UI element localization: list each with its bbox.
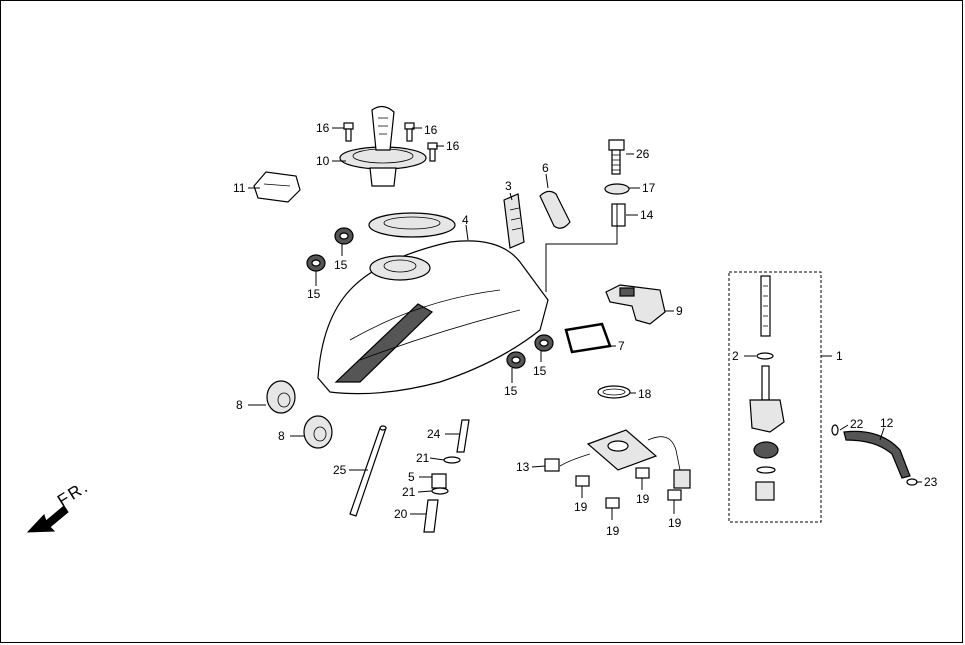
breather-fittings: [423, 419, 470, 533]
callout-25: 25: [333, 463, 347, 477]
callout-9: 9: [676, 304, 683, 318]
clip-part: [253, 171, 301, 203]
callout-8b: 8: [278, 429, 285, 443]
callout-15d: 15: [504, 384, 518, 398]
callout-15a: 15: [334, 258, 348, 272]
fuel-cock-assembly-box: [728, 271, 822, 523]
callout-5: 5: [408, 470, 415, 484]
callout-19c: 19: [606, 524, 620, 538]
fuel-level-sender: [544, 429, 691, 489]
callout-23: 23: [924, 475, 938, 489]
cap-bolts: [343, 122, 438, 162]
fuel-cap-assembly: [339, 105, 427, 187]
callout-15c: 15: [533, 364, 547, 378]
callout-4: 4: [462, 213, 469, 227]
mount-bolt-set: [604, 139, 630, 227]
callout-8a: 8: [236, 398, 243, 412]
callout-19a: 19: [574, 500, 588, 514]
callout-14: 14: [640, 208, 654, 222]
callout-7: 7: [618, 339, 625, 353]
callout-16c: 16: [446, 139, 460, 153]
leader-lines: [248, 127, 922, 520]
callout-1: 1: [836, 349, 843, 363]
rubber-grommets: [306, 227, 554, 369]
callout-19d: 19: [668, 516, 682, 530]
callout-12: 12: [880, 416, 894, 430]
callout-labels: 1 2 3 4 5 6 7 8 8 9 10 11 12 13 14 15 15…: [233, 121, 938, 538]
callout-2: 2: [732, 349, 739, 363]
callout-21a: 21: [416, 451, 430, 465]
sender-nuts: [575, 467, 682, 509]
o-ring-18: [597, 385, 631, 399]
tank-cushions: [266, 380, 333, 449]
decal-part-3: [503, 193, 525, 249]
drain-tube-25: [349, 425, 387, 517]
callout-21b: 21: [402, 485, 416, 499]
front-direction-label: FR.: [54, 477, 92, 511]
callout-26: 26: [636, 147, 650, 161]
callout-17: 17: [642, 181, 656, 195]
callout-10: 10: [316, 154, 330, 168]
callout-16a: 16: [316, 121, 330, 135]
callout-13: 13: [516, 460, 530, 474]
callout-18: 18: [638, 387, 652, 401]
front-direction-arrow-icon: [26, 505, 69, 533]
seal-gasket-7: [564, 322, 612, 354]
callout-20: 20: [394, 507, 408, 521]
fuel-hose: [831, 424, 918, 486]
callout-15b: 15: [307, 287, 321, 301]
fuel-tank: [317, 240, 549, 395]
callout-3: 3: [505, 179, 512, 193]
fuel-cock-assembly: [749, 275, 785, 501]
callout-22: 22: [850, 417, 864, 431]
callout-24: 24: [427, 427, 441, 441]
callout-16b: 16: [424, 123, 438, 137]
callout-6: 6: [542, 161, 549, 175]
callout-11: 11: [233, 181, 246, 195]
tank-bracket: [605, 284, 666, 325]
decal-part-6: [539, 190, 571, 229]
callout-19b: 19: [636, 492, 650, 506]
